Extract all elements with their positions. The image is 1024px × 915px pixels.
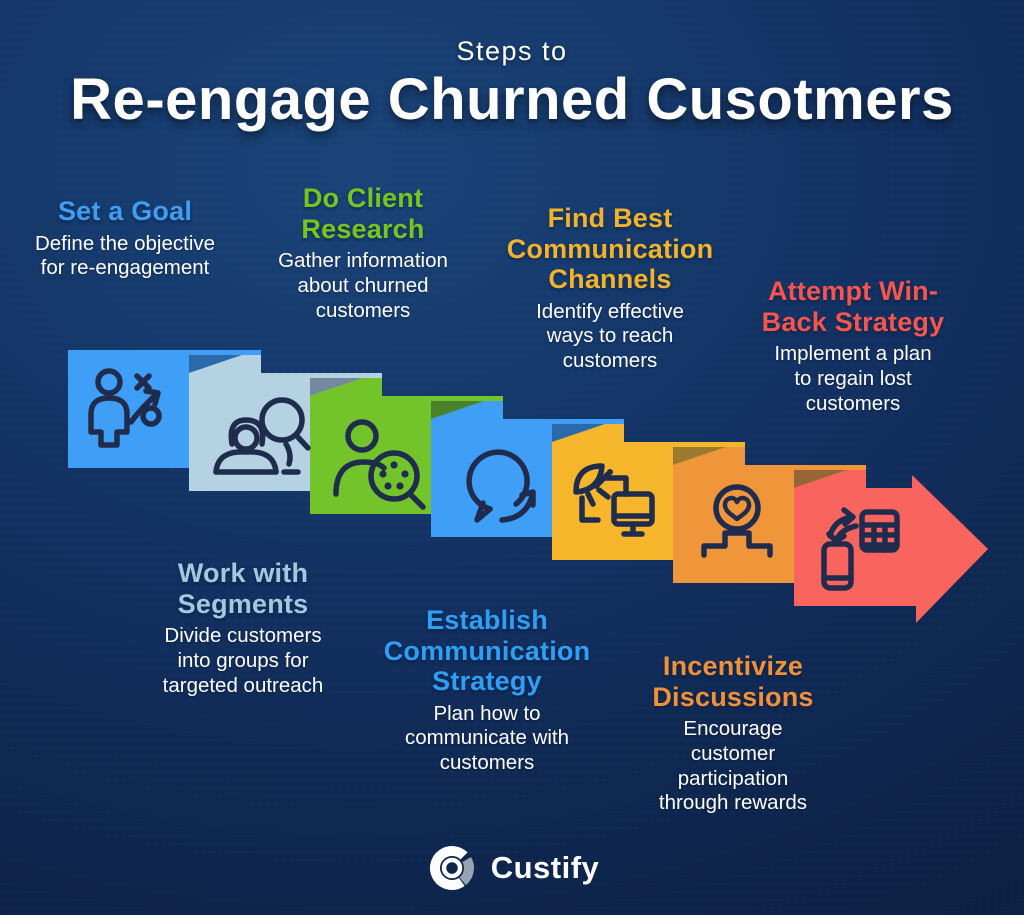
step-title: Set a Goal: [57, 196, 193, 226]
step-block-find-best-communication-channels: Find Best Communication Channels Identif…: [495, 203, 725, 374]
step-description: Encourage customer participation through…: [658, 717, 808, 815]
phone-calculator-swap-icon: [821, 507, 900, 591]
people-magnifier-icon: [213, 397, 311, 475]
step-description: Identify effective ways to reach custome…: [536, 299, 684, 373]
step-title: Work with Segments: [177, 558, 309, 619]
brand-name: Custify: [490, 850, 600, 885]
step-title: Find Best Communication Channels: [506, 203, 714, 294]
step-description: Define the objective for re-engagement: [34, 231, 216, 280]
custify-logo-icon: [429, 846, 474, 890]
step-block-work-with-segments: Work with Segments Divide customers into…: [128, 558, 358, 698]
kicker-text: Steps to: [456, 36, 568, 66]
step-title: Do Client Research: [301, 183, 425, 244]
step-description: Implement a plan to regain lost customer…: [774, 342, 932, 415]
step-title: Incentivize Discussions: [652, 651, 814, 712]
chat-bubble-arrow-icon: [466, 449, 536, 523]
satellite-monitor-icon: [573, 463, 655, 537]
page-title: Re-engage Churned Cusotmers: [70, 67, 954, 132]
brand-footer: Custify: [0, 841, 1024, 895]
step-block-set-a-goal: Set a Goal Define the objective for re-e…: [15, 196, 235, 281]
step-block-establish-communication-strategy: Establish Communication Strategy Plan ho…: [372, 605, 602, 776]
step-title: Attempt Win- Back Strategy: [761, 276, 945, 337]
person-strategy-icon: [88, 368, 162, 448]
step-description: Divide customers into groups for targete…: [162, 624, 324, 697]
step-description: Plan how to communicate with customers: [404, 701, 570, 775]
step-block-incentivize-discussions: Incentivize Discussions Encourage custom…: [618, 651, 848, 816]
person-segments-magnifier-icon: [333, 419, 426, 510]
step-block-do-client-research: Do Client Research Gather information ab…: [253, 183, 473, 323]
heart-podium-icon: [701, 484, 773, 558]
step-title: Establish Communication Strategy: [383, 605, 591, 696]
step-description: Gather information about churned custome…: [278, 249, 448, 322]
step-block-attempt-win-back-strategy: Attempt Win- Back Strategy Implement a p…: [738, 276, 968, 416]
